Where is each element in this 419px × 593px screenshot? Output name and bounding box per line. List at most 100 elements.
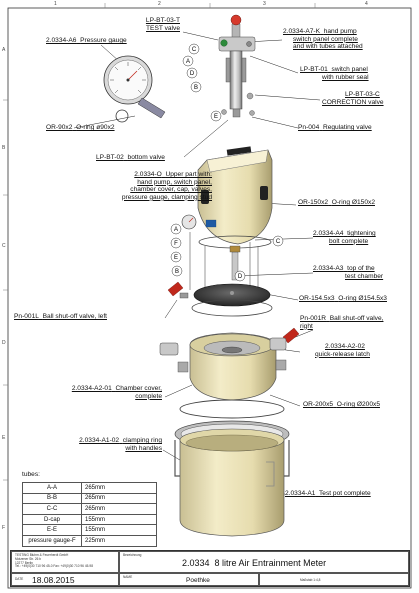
ruler-row-b: B [2, 145, 6, 151]
label-o-ring-150x2: OR-150x2 O-ring Ø150x2 [298, 199, 375, 206]
label-test-chamber-top: 2.0334-A3 top of the test chamber [313, 265, 384, 280]
label-ball-valve-left: Pn-001L Ball shut-off valve, left [14, 313, 107, 320]
callout-d: D [190, 71, 195, 77]
callout-b-lower: B [175, 269, 179, 275]
title-cell: Bezeichnung 2.0334 8 litre Air Entrainme… [119, 551, 409, 573]
tubes-title: tubes: [22, 471, 40, 478]
label-lp-bt-03-t: LP-BT-03-T TEST valve [145, 17, 180, 32]
frame-ticks [3, 3, 316, 481]
callout-d-lower: D [238, 274, 243, 280]
regulating-valve [221, 109, 227, 115]
tube-key: A-A [22, 482, 82, 494]
ruler-col-4: 4 [365, 1, 368, 7]
date-label: DATE [15, 577, 24, 581]
gauge-stem [137, 97, 166, 119]
chamber-cover [159, 332, 287, 401]
callout-f: F [174, 241, 178, 247]
callout-a: A [186, 59, 190, 65]
drawer-name: Poethke [186, 577, 210, 584]
ruler-row-f: F [2, 525, 6, 531]
ruler-row-a: A [2, 47, 6, 53]
ruler-row-e: E [2, 435, 6, 441]
pressure-gauge [103, 55, 166, 123]
label-chamber-cover: 2.0334-A2-01 Chamber cover, complete [71, 385, 162, 400]
callout-b: B [194, 85, 198, 91]
ball-valve-left [167, 281, 189, 299]
company-street: Motzener Str. 26 b [15, 556, 42, 561]
label-correction-valve-name: CORRECTION valve [322, 99, 384, 106]
ball-valve-right [282, 327, 300, 344]
bezeichnung-label: Bezeichnung [123, 553, 142, 557]
red-pump-knob [230, 14, 242, 26]
housing-handle-right [260, 186, 268, 200]
tube-length: 155mm [81, 524, 157, 536]
label-test-pot: 2.0334-A1 Test pot complete [285, 490, 371, 497]
callout-c-lower: C [276, 239, 281, 245]
name-cell: NAME Poethke [119, 573, 259, 586]
label-o-ring-200x5: OR-200x5 O-ring Ø200x5 [303, 401, 380, 408]
ruler-row-d: D [2, 340, 6, 346]
housing-slot [226, 146, 252, 156]
drawing-title: 2.0334 8 litre Air Entrainment Meter [182, 558, 327, 568]
label-upper-part: 2.0334-O Upper part with: hand pump, swi… [121, 171, 212, 201]
ruler-col-1: 1 [54, 1, 57, 7]
callout-a-lower: A [174, 227, 178, 233]
date-cell: DATE 18.08.2015 [11, 573, 119, 586]
blue-label [205, 219, 217, 228]
ruler-col-2: 2 [158, 1, 161, 7]
scale-cell: Maßstab 1:4,8 [259, 573, 409, 586]
name-label: NAME [123, 575, 133, 579]
ruler-row-c: C [2, 243, 6, 249]
correction-valve [246, 92, 254, 100]
label-pressure-gauge: 2.0334-A6 Pressure gauge [46, 37, 127, 44]
ruler-col-3: 3 [263, 1, 266, 7]
label-tightening-bolt: 2.0334-A4 tightening bolt complete [313, 230, 376, 245]
tube-length: 225mm [81, 534, 157, 547]
latch-left [159, 342, 179, 356]
tube-length: 265mm [81, 503, 157, 515]
label-hand-pump: 2.0334-A7-K hand pump switch panel compl… [283, 28, 363, 51]
pump-cylinder [229, 50, 243, 110]
drawing-date: 18.08.2015 [32, 575, 75, 585]
o-ring-154-5x3 [191, 299, 273, 317]
callout-markers: C A D B E C A F E B D [170, 43, 284, 282]
label-ball-valve-right: Pn-001R Ball shut-off valve, right [300, 315, 384, 330]
tube-key: E-E [22, 524, 82, 536]
callout-c: C [192, 47, 197, 53]
label-clamping-ring: 2.0334-A1-02 clamping ring with handles [79, 437, 162, 452]
company-city: 12277 Berlin [15, 560, 33, 565]
o-ring-90x2 [115, 109, 129, 123]
tube-key: C-C [22, 503, 82, 515]
company-name: TESTING Bluhm & Feuerherdt GmbH [15, 553, 69, 557]
tube-key: B-B [22, 492, 82, 505]
label-correction-valve: LP-BT-03-C [345, 91, 380, 98]
label-o-ring-90x2: OR-90x2 O-ring ø90x2 [46, 124, 115, 131]
callout-e: E [214, 114, 218, 120]
green-valve-knob [220, 39, 228, 47]
label-o-ring-154-5x3: OR-154.5x3 O-ring Ø154.5x3 [299, 295, 387, 302]
label-regulating-valve: Pn-004 Regulating valve [298, 124, 372, 131]
callout-e-lower: E [174, 255, 178, 261]
test-pot [179, 428, 285, 537]
tube-length: 265mm [81, 482, 157, 494]
o-ring-200x5 [179, 399, 285, 419]
scale-ref: Maßstab 1:4,8 [300, 578, 321, 582]
housing-handle-left [201, 190, 209, 204]
tube-key: pressure gauge-F [22, 534, 82, 547]
company-cell: TESTING Bluhm & Feuerherdt GmbH Motzener… [11, 551, 119, 573]
tube-length: 155mm [81, 513, 157, 526]
tubes-rods [189, 232, 259, 290]
upper-part-housing [197, 146, 273, 249]
tube-length: 265mm [81, 492, 157, 505]
label-bottom-valve: LP-BT-02 bottom valve [96, 154, 165, 161]
company-phone: Tel.: +49(0)30 710 96 45-0 Fax: +49(0)30… [15, 564, 93, 569]
